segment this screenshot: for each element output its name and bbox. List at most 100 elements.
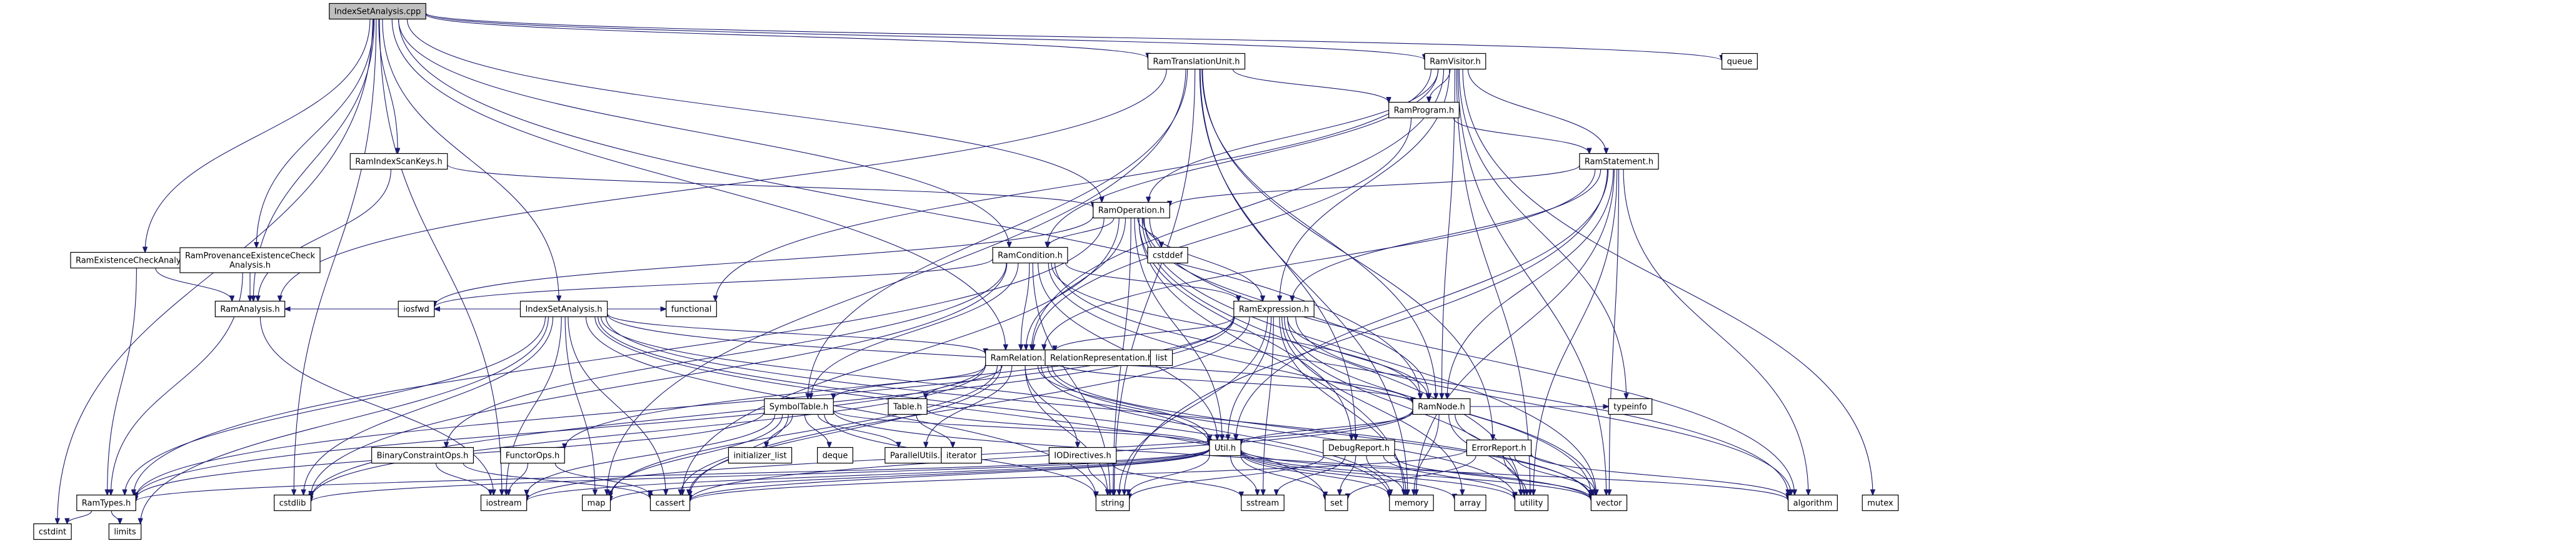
edge-ramprogram-to-ramrelation xyxy=(1033,118,1412,350)
node-label: typeinfo xyxy=(1613,403,1646,412)
node-ramprogram[interactable]: RamProgram.h xyxy=(1388,101,1460,119)
node-box xyxy=(1608,398,1653,415)
node-indexsetanalysis[interactable]: IndexSetAnalysis.h xyxy=(519,300,608,318)
edge-ramtypes-to-limits xyxy=(111,510,120,524)
edge-ramstatement-to-algorithm xyxy=(1623,169,1808,495)
edge-ramcondition-to-binaryconstraintops xyxy=(446,263,1007,448)
node-list: list xyxy=(1150,349,1173,367)
edge-ramexpression-to-sstream xyxy=(1263,316,1274,495)
node-box xyxy=(992,246,1068,264)
node-label: algorithm xyxy=(1793,499,1833,508)
node-label: sstream xyxy=(1246,499,1279,508)
node-box xyxy=(764,398,834,415)
node-box xyxy=(329,3,426,20)
node-label: deque xyxy=(823,452,848,461)
edge-errorreport-to-vector xyxy=(1514,455,1593,495)
node-box xyxy=(1048,447,1117,464)
node-table[interactable]: Table.h xyxy=(888,398,928,415)
node-box xyxy=(398,300,435,318)
edge-ramvisitor-to-mutex xyxy=(1462,69,1873,495)
node-label: RamProgram.h xyxy=(1394,106,1455,116)
node-ramstatement[interactable]: RamStatement.h xyxy=(1579,153,1659,170)
node-ramvisitor[interactable]: RamVisitor.h xyxy=(1424,53,1486,70)
node-errorreport[interactable]: ErrorReport.h xyxy=(1466,439,1532,457)
node-debugreport[interactable]: DebugReport.h xyxy=(1323,439,1395,457)
node-box xyxy=(349,153,448,170)
node-binaryconstraintops[interactable]: BinaryConstraintOps.h xyxy=(371,447,474,464)
edge-ramoperation-to-util xyxy=(1134,218,1222,440)
edge-ramrelation-to-utility xyxy=(1047,365,1515,498)
edge-ramcondition-to-ramexpression xyxy=(1065,263,1239,301)
edge-ramstatement-to-util xyxy=(1236,169,1609,440)
edge-ramoperation-to-vector xyxy=(1143,218,1596,495)
node-label: map xyxy=(588,499,606,508)
edge-ramoperation-to-cstddef xyxy=(1137,218,1161,248)
edge-ramtranslationunit-to-ramanalysis xyxy=(280,69,1167,301)
node-functorops[interactable]: FunctorOps.h xyxy=(500,447,565,464)
edge-ramrelation-to-symboltable xyxy=(833,365,986,399)
edge-iodirectives-to-sstream xyxy=(1111,463,1241,497)
node-mutex: mutex xyxy=(1862,494,1899,512)
node-parallelutils[interactable]: ParallelUtils.h xyxy=(885,447,951,464)
edge-ramstatement-to-ramnode xyxy=(1447,169,1614,399)
node-box xyxy=(1412,398,1471,415)
edge-ramexistencecheckanalysis-to-ramanalysis xyxy=(155,268,232,301)
node-symboltable[interactable]: SymbolTable.h xyxy=(764,398,834,415)
node-box xyxy=(581,494,611,512)
edge-ramstatement-to-memory xyxy=(1416,169,1615,495)
node-box xyxy=(1241,494,1285,512)
node-util[interactable]: Util.h xyxy=(1209,439,1241,457)
edge-root-to-ramprovenanceexistencecheckanalysis xyxy=(256,19,374,248)
node-iosfwd: iosfwd xyxy=(398,300,435,318)
node-label: RamOperation.h xyxy=(1098,206,1165,216)
node-box xyxy=(728,447,793,464)
edge-ramnode-to-memory xyxy=(1414,414,1440,495)
node-box xyxy=(1579,153,1659,170)
node-root[interactable]: IndexSetAnalysis.cpp xyxy=(329,3,426,20)
node-label: DebugReport.h xyxy=(1328,444,1390,453)
edge-util-to-cassert xyxy=(690,449,1210,500)
node-box xyxy=(1788,494,1838,512)
edge-util-to-iostream xyxy=(527,448,1210,501)
edge-ramoperation-to-iosfwd xyxy=(434,215,1094,306)
edge-root-to-ramnode xyxy=(398,19,1421,399)
edge-ramvisitor-to-ramprogram xyxy=(1429,69,1451,103)
edge-ramvisitor-to-utility xyxy=(1456,69,1530,495)
node-iodirectives[interactable]: IODirectives.h xyxy=(1048,447,1117,464)
edge-ramindexscankeys-to-ramanalysis xyxy=(258,169,391,301)
node-ramtypes[interactable]: RamTypes.h xyxy=(76,494,136,512)
node-box xyxy=(1389,494,1434,512)
node-ramexpression[interactable]: RamExpression.h xyxy=(1233,300,1315,318)
node-relationrepresentation[interactable]: RelationRepresentation.h xyxy=(1045,349,1158,367)
edge-binaryconstraintops-to-iostream xyxy=(435,463,490,495)
node-ramindexscankeys[interactable]: RamIndexScanKeys.h xyxy=(349,153,448,170)
node-cassert: cassert xyxy=(649,494,691,512)
edge-ramcondition-to-ramrelation xyxy=(1021,263,1030,350)
edge-ramexpression-to-array xyxy=(1281,316,1463,495)
edge-debugreport-to-vector xyxy=(1394,455,1591,499)
node-ramtranslationunit[interactable]: RamTranslationUnit.h xyxy=(1147,53,1246,70)
node-memory: memory xyxy=(1389,494,1434,512)
node-ramoperation[interactable]: RamOperation.h xyxy=(1093,201,1170,219)
node-ramcondition[interactable]: RamCondition.h xyxy=(992,246,1068,264)
node-label: string xyxy=(1101,499,1124,508)
node-box xyxy=(817,447,853,464)
edge-ramexistencecheckanalysis-to-ramtypes xyxy=(108,268,137,495)
node-label: ParallelUtils.h xyxy=(890,452,945,461)
node-label: Table.h xyxy=(893,403,922,412)
edge-util-to-string xyxy=(1129,455,1210,495)
edge-debugreport-to-sstream xyxy=(1276,455,1346,495)
node-box xyxy=(33,523,72,540)
edge-ramnode-to-util xyxy=(1241,412,1413,445)
edge-functorops-to-cassert xyxy=(554,463,650,497)
node-label: RamVisitor.h xyxy=(1430,58,1481,67)
node-ramnode[interactable]: RamNode.h xyxy=(1412,398,1471,415)
node-label: RamStatement.h xyxy=(1585,158,1653,167)
node-label: Analysis.h xyxy=(229,261,271,270)
edge-ramanalysis-to-iostream xyxy=(259,316,493,495)
node-ramrelation[interactable]: RamRelation.h xyxy=(985,349,1055,367)
node-ramanalysis[interactable]: RamAnalysis.h xyxy=(214,300,286,318)
edge-ramcondition-to-algorithm xyxy=(1054,263,1788,495)
